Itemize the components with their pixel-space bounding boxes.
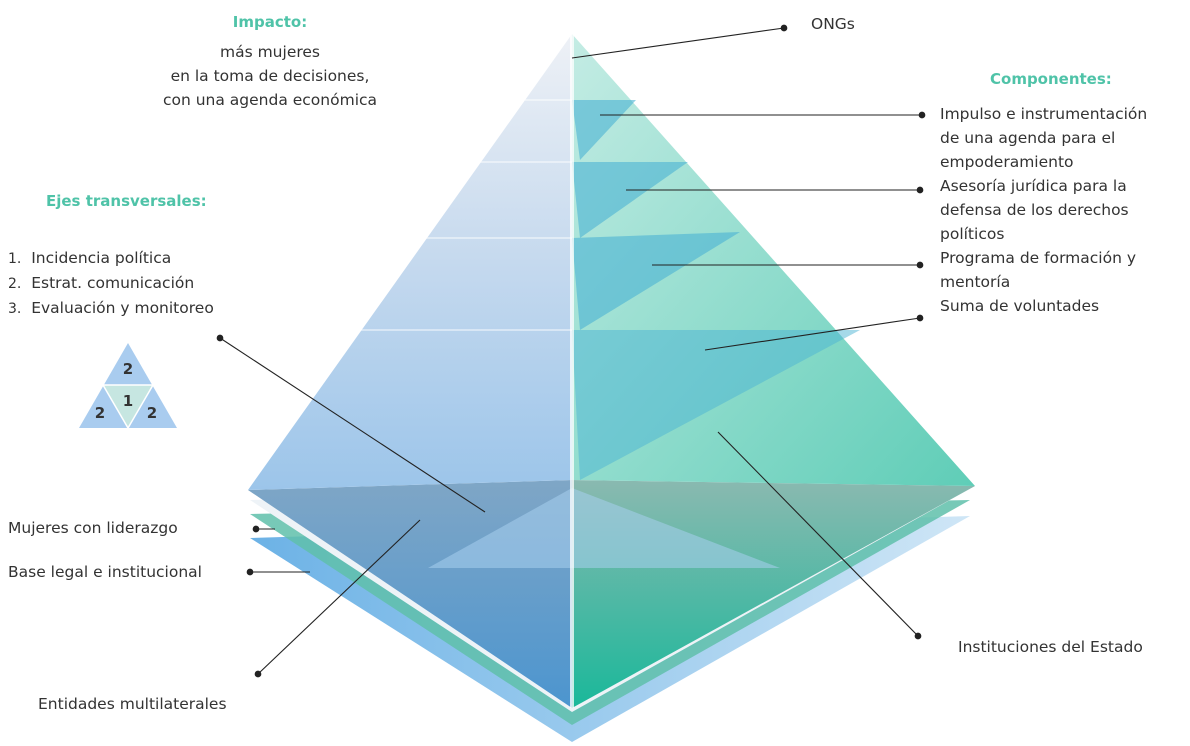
mini-center-number: 1 <box>123 392 133 410</box>
connector-ejes <box>219 337 486 513</box>
left-face <box>248 34 572 490</box>
axes-list: 1. Incidencia política 2. Estrat. comuni… <box>8 246 214 321</box>
label-entidades-multilaterales: Entidades multilaterales <box>38 695 227 713</box>
impact-line: en la toma de decisiones, <box>170 67 370 85</box>
bottom-left-face <box>248 480 572 708</box>
mini-top-number: 2 <box>123 360 133 378</box>
mini-triangle: 2 1 2 2 <box>79 343 177 429</box>
impact-line: con una agenda económica <box>162 91 378 109</box>
components-list: Impulso e instrumentación de una agenda … <box>940 102 1147 318</box>
impact-description: más mujeres en la toma de decisiones, co… <box>120 40 420 112</box>
axes-item-label: Incidencia política <box>31 249 172 267</box>
mini-left-number: 2 <box>95 404 105 422</box>
component-line: empoderamiento <box>940 153 1074 171</box>
label-instituciones-estado: Instituciones del Estado <box>958 638 1143 656</box>
mini-right-number: 2 <box>147 404 157 422</box>
axes-item-number: 1. <box>8 251 22 267</box>
axes-item-number: 2. <box>8 276 22 292</box>
component-line: de una agenda para el <box>940 129 1116 147</box>
component-line: políticos <box>940 225 1005 243</box>
component-line: Impulso e instrumentación <box>940 105 1148 123</box>
axes-item: 3. Evaluación y monitoreo <box>8 296 214 321</box>
axes-item-label: Evaluación y monitoreo <box>31 299 214 317</box>
axes-item-label: Estrat. comunicación <box>31 274 195 292</box>
component-line: Suma de voluntades <box>940 297 1100 315</box>
inner-triangle <box>428 488 780 568</box>
axes-heading: Ejes transversales: <box>46 192 207 210</box>
connectors <box>216 24 926 678</box>
connector-voluntades <box>704 317 921 351</box>
impact-line: más mujeres <box>219 43 320 61</box>
label-ongs: ONGs <box>811 15 855 33</box>
component-line: mentoría <box>940 273 1011 291</box>
wedge-asesoria <box>572 162 688 238</box>
axes-item-number: 3. <box>8 301 22 317</box>
connector-instituciones <box>717 431 919 637</box>
wedge-formacion <box>572 232 740 330</box>
impact-heading: Impacto: <box>232 13 308 31</box>
component-line: Asesoría jurídica para la <box>940 177 1127 195</box>
label-base-legal: Base legal e institucional <box>8 563 202 581</box>
component-formacion: Programa de formación y mentoría <box>940 246 1147 294</box>
component-agenda: Impulso e instrumentación de una agenda … <box>940 102 1147 174</box>
connector-ongs <box>571 27 785 59</box>
connector-entidades <box>257 519 421 675</box>
component-wedges <box>572 100 860 480</box>
label-mujeres-liderazgo: Mujeres con liderazgo <box>8 519 178 537</box>
component-line: Programa de formación y <box>940 249 1136 267</box>
component-asesoria: Asesoría jurídica para la defensa de los… <box>940 174 1147 246</box>
axes-item: 1. Incidencia política <box>8 246 214 271</box>
left-strata <box>360 99 572 331</box>
components-heading: Componentes: <box>990 70 1112 88</box>
component-voluntades: Suma de voluntades <box>940 294 1147 318</box>
component-line: defensa de los derechos <box>940 201 1129 219</box>
axes-item: 2. Estrat. comunicación <box>8 271 214 296</box>
wedge-voluntades <box>572 330 860 480</box>
